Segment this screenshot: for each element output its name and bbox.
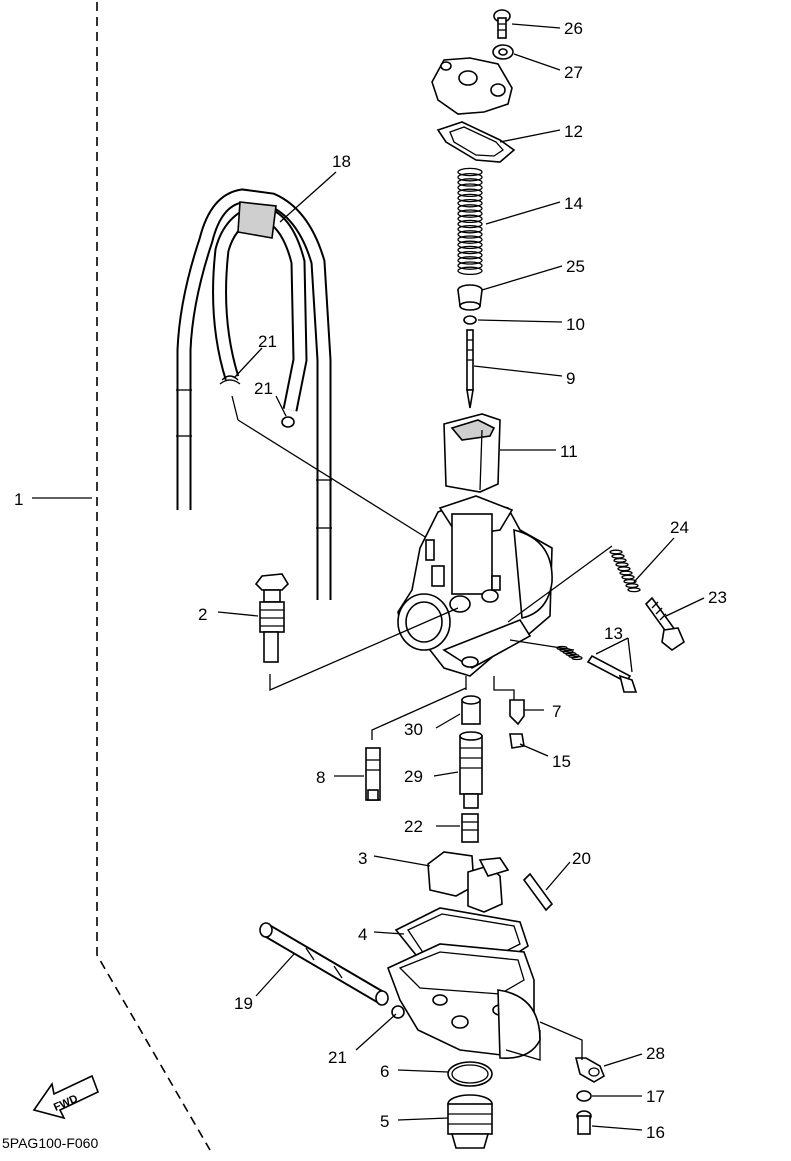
- callout-7: 7: [552, 702, 561, 721]
- callout-19: 19: [234, 994, 253, 1013]
- part-19-drain-hose: [259, 922, 389, 1006]
- callout-2: 2: [198, 605, 207, 624]
- reference-lines: [269, 545, 613, 1061]
- float-chamber: [386, 943, 541, 1059]
- part-30-needle-jet-holder: [461, 695, 481, 725]
- callout-28: 28: [646, 1044, 665, 1063]
- callout-24: 24: [670, 518, 689, 537]
- callout-27: 27: [564, 63, 583, 82]
- part-28-bracket: [574, 1057, 605, 1083]
- carburetor-body: [397, 495, 553, 677]
- part-16-screw: [576, 1110, 592, 1135]
- callout-22: 22: [404, 817, 423, 836]
- part-21-clip-middle: [281, 416, 295, 428]
- callout-18: 18: [332, 152, 351, 171]
- diagram-code: 5PAG100-F060: [2, 1135, 98, 1151]
- part-7-needle-valve: [509, 699, 525, 726]
- part-13-air-screw: [556, 645, 638, 693]
- callout-5: 5: [380, 1112, 389, 1131]
- part-26-screw: [493, 9, 511, 39]
- leader-lines: [32, 23, 705, 1131]
- part-23-screw: [644, 596, 685, 651]
- part-14-spring: [457, 167, 483, 276]
- part-3-float: [427, 851, 510, 913]
- callout-21-lower: 21: [328, 1048, 347, 1067]
- part-6-o-ring: [447, 1061, 493, 1087]
- callout-10: 10: [566, 315, 585, 334]
- callout-23: 23: [708, 588, 727, 607]
- callout-3: 3: [358, 849, 367, 868]
- part-11-throttle-valve: [443, 413, 501, 493]
- callout-30: 30: [404, 720, 423, 739]
- part-10-clip: [463, 315, 477, 325]
- callout-20: 20: [572, 849, 591, 868]
- callout-8: 8: [316, 768, 325, 787]
- part-12-gasket: [436, 121, 516, 163]
- part-8-pilot-jet: [365, 747, 381, 801]
- callout-12: 12: [564, 122, 583, 141]
- part-17-washer: [576, 1090, 592, 1102]
- part-24-spring: [609, 549, 641, 593]
- callout-29: 29: [404, 767, 423, 786]
- callout-11: 11: [560, 442, 578, 461]
- callout-9: 9: [566, 369, 575, 388]
- callout-16: 16: [646, 1123, 665, 1142]
- part-25-holder: [457, 284, 483, 311]
- part-2-starter-plunger: [254, 573, 290, 663]
- part-21-clip-upper: [219, 375, 241, 385]
- cap-cover: [431, 57, 513, 115]
- part-22-main-jet: [461, 813, 479, 843]
- fwd-arrow-icon: FWD: [32, 1074, 100, 1120]
- callout-15: 15: [552, 752, 571, 771]
- callout-4: 4: [358, 925, 367, 944]
- callout-17: 17: [646, 1087, 665, 1106]
- callout-21-upper: 21: [258, 332, 277, 351]
- callout-26: 26: [564, 19, 583, 38]
- part-5-plug: [447, 1094, 493, 1149]
- part-27-washer: [492, 44, 514, 60]
- callout-6: 6: [380, 1062, 389, 1081]
- callout-labels: 1 2 3 4 5 6 7 8 9 10 11 12 13 14 15 16 1…: [14, 19, 727, 1142]
- part-18-vent-hoses: [176, 188, 431, 600]
- callout-14: 14: [564, 194, 583, 213]
- part-15-pin-clip: [509, 733, 525, 749]
- callout-13: 13: [604, 624, 623, 643]
- part-29-needle-jet: [459, 731, 483, 809]
- callout-21-middle: 21: [254, 379, 273, 398]
- callout-25: 25: [566, 257, 585, 276]
- callout-1: 1: [14, 490, 23, 509]
- part-20-float-pin: [522, 872, 554, 912]
- assembly-boundary: [96, 2, 211, 1151]
- part-9-jet-needle: [466, 329, 474, 409]
